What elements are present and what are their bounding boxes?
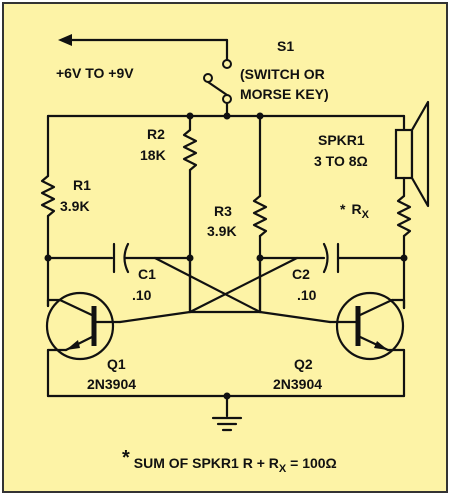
switch-s1 [203,73,232,118]
spkr1-value: 3 TO 8Ω [314,153,368,169]
c2-value: .10 [297,287,317,303]
r2-value: 18K [140,147,166,163]
r1-value: 3.9K [60,198,90,214]
s1-desc-1: (SWITCH OR [240,66,325,82]
q1-type: 2N3904 [87,376,136,392]
junction-dot [223,392,231,400]
capacitor-c1 [46,242,192,274]
schematic-frame [2,2,448,493]
rx-label: *RX [340,201,370,221]
c2-ref: C2 [292,266,310,282]
q1-ref: Q1 [107,356,126,372]
junction-dot [223,112,231,120]
transistor-q2 [328,291,406,361]
footnote: *SUM OF SPKR1 R + RX = 100Ω [122,447,337,475]
spkr1-ref: SPKR1 [318,132,365,148]
s1-desc-2: MORSE KEY) [240,86,329,102]
resistor-rx [396,194,412,310]
c1-value: .10 [132,287,152,303]
resistor-r1 [40,114,56,308]
r3-ref: R3 [214,203,232,219]
q2-ref: Q2 [294,356,313,372]
transistor-q1 [45,291,122,361]
r2-ref: R2 [147,126,165,142]
supply-label: +6V TO +9V [56,65,134,81]
supply-arrow [58,34,232,69]
c1-ref: C1 [138,266,156,282]
q2-type: 2N3904 [273,376,322,392]
ground-icon [211,416,243,432]
s1-ref: S1 [277,38,294,54]
r3-value: 3.9K [207,223,237,239]
speaker-spkr1 [394,100,430,208]
capacitor-c2 [258,242,406,274]
cross-coupling [118,256,332,324]
r1-ref: R1 [73,177,91,193]
